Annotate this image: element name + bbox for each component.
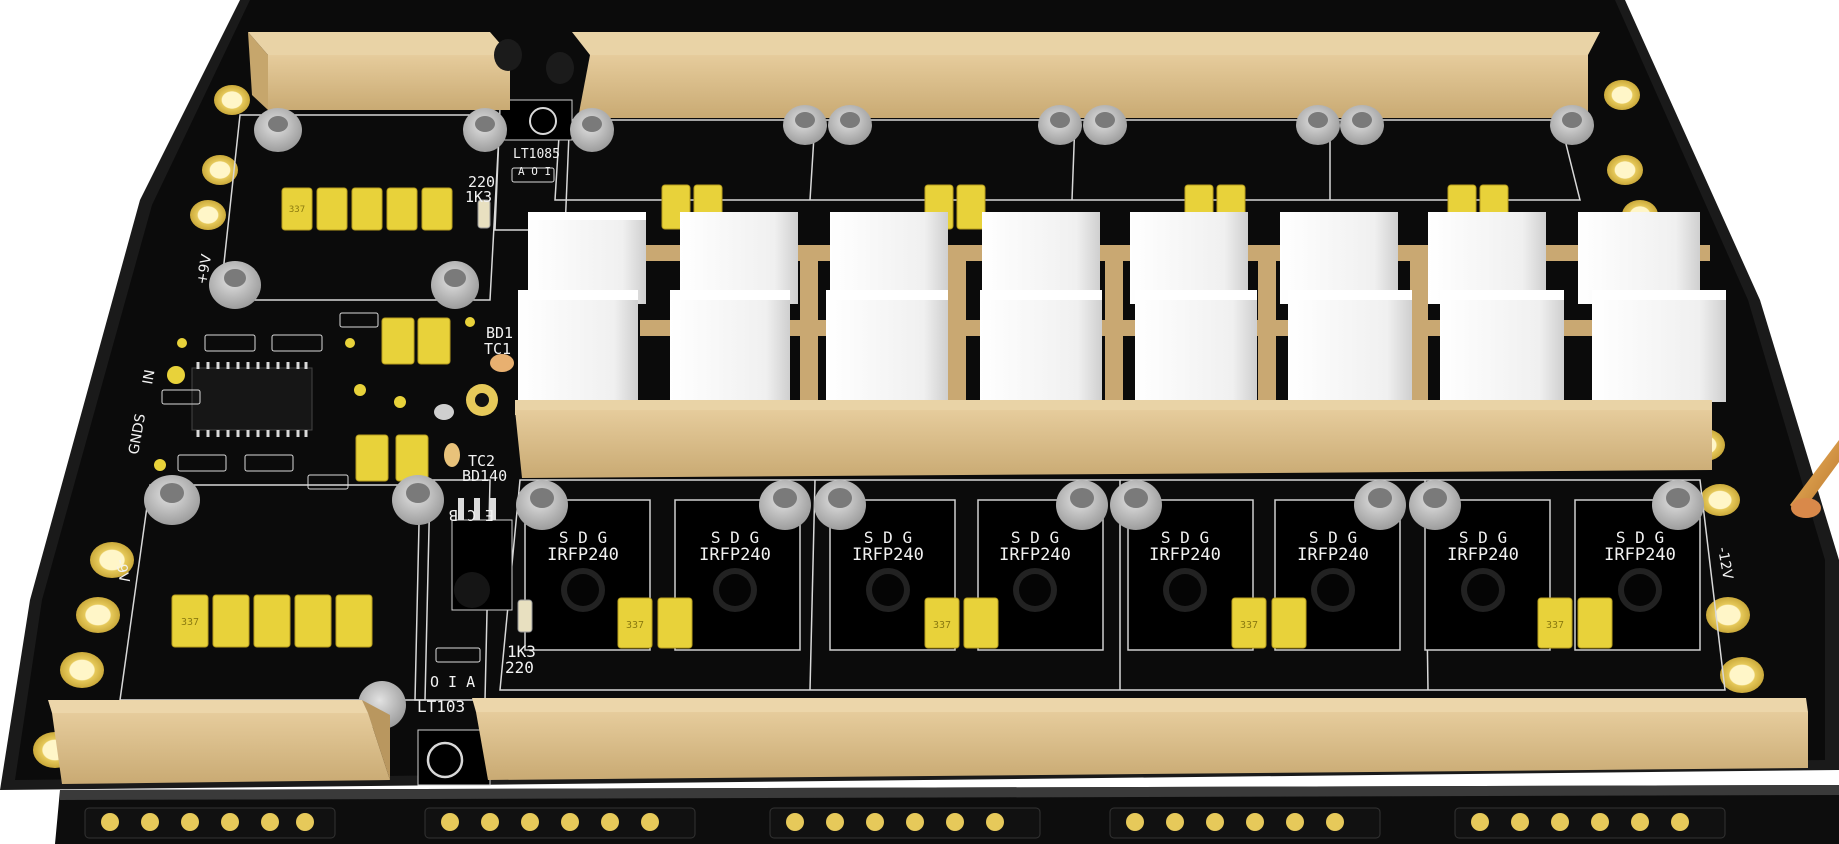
svg-text:S D G: S D G xyxy=(1011,528,1059,547)
supply-right-label: -12V xyxy=(1714,546,1735,581)
heatsinks-front-row xyxy=(518,290,1726,402)
svg-text:S D G: S D G xyxy=(864,528,912,547)
svg-text:337: 337 xyxy=(1240,620,1258,631)
bottom-pad-row xyxy=(84,807,1726,839)
lt-regulator-bottom xyxy=(417,729,491,786)
front-heatsink-bar xyxy=(515,400,1712,478)
svg-text:IRFP240: IRFP240 xyxy=(1149,545,1221,565)
standoffs xyxy=(144,105,1704,729)
cap-markings: 337 337 337 337 337 337 xyxy=(181,205,1564,631)
bd140-label: BD140 xyxy=(462,467,507,485)
heatsinks-back-row xyxy=(528,212,1700,304)
lt-pins-bottom: O I A xyxy=(430,673,475,691)
supply-pos-label: +9V xyxy=(194,253,215,286)
svg-text:S D G: S D G xyxy=(711,528,759,547)
rear-pin-headers xyxy=(494,39,574,84)
svg-text:IRFP240: IRFP240 xyxy=(852,545,924,565)
lt-pins-top: A O I xyxy=(518,165,551,178)
probe-cone xyxy=(1790,440,1839,518)
mosfet: S D G IRFP240 xyxy=(1274,499,1401,651)
mosfet: S D G IRFP240 xyxy=(977,499,1104,651)
small-smd-parts xyxy=(154,167,555,663)
ground-label: GNDS xyxy=(126,412,149,455)
r-220-top: 220 xyxy=(468,173,495,191)
svg-text:337: 337 xyxy=(1546,620,1564,631)
svg-text:IRFP240: IRFP240 xyxy=(999,545,1071,565)
bd-top: BD1 xyxy=(486,324,513,342)
svg-text:337: 337 xyxy=(933,620,951,631)
r-220-bottom: 220 xyxy=(505,658,534,677)
rear-wooden-spacers xyxy=(248,32,1600,118)
bd140-pads xyxy=(451,498,513,611)
input-label: IN xyxy=(140,369,158,386)
tc1-label: TC1 xyxy=(484,340,511,358)
lt-regulator-top xyxy=(499,99,573,141)
svg-text:337: 337 xyxy=(289,205,305,215)
svg-text:S D G: S D G xyxy=(1459,528,1507,547)
svg-text:337: 337 xyxy=(626,620,644,631)
svg-text:S D G: S D G xyxy=(559,528,607,547)
svg-text:337: 337 xyxy=(181,617,199,628)
svg-text:S D G: S D G xyxy=(1616,528,1664,547)
lt-label-top: LT1085 xyxy=(513,147,560,162)
svg-text:IRFP240: IRFP240 xyxy=(1604,545,1676,565)
supply-neg-label: -9V xyxy=(112,558,132,584)
svg-text:S D G: S D G xyxy=(1309,528,1357,547)
svg-text:IRFP240: IRFP240 xyxy=(699,545,771,565)
front-wooden-spacers xyxy=(48,698,1808,784)
svg-text:S D G: S D G xyxy=(1161,528,1209,547)
svg-text:IRFP240: IRFP240 xyxy=(547,545,619,565)
r-1k3-bottom: 1K3 xyxy=(507,642,536,661)
driver-ic xyxy=(191,362,313,437)
ecb-label: E C B xyxy=(449,506,494,524)
lt-label-bottom: LT103 xyxy=(417,697,465,716)
silkscreen-labels: LT1085 A O I 220 1K3 BD1 TC1 TC2 BD140 E… xyxy=(112,147,1735,716)
svg-text:IRFP240: IRFP240 xyxy=(1297,545,1369,565)
svg-text:IRFP240: IRFP240 xyxy=(1447,545,1519,565)
r-1k3-top: 1K3 xyxy=(465,188,492,206)
tc2-label: TC2 xyxy=(468,452,495,470)
